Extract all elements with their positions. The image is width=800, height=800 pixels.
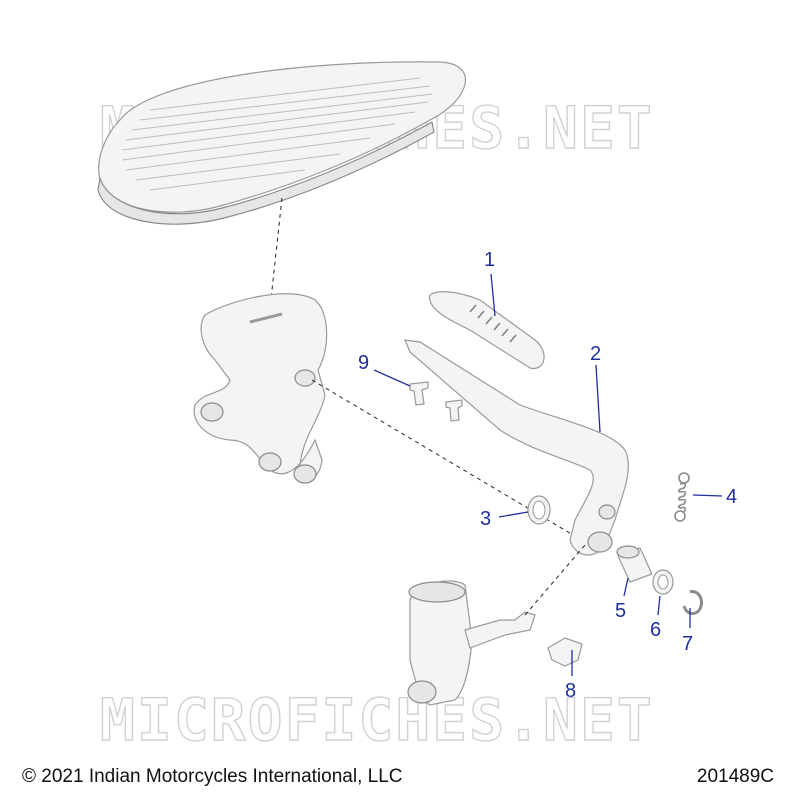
callout-3[interactable]: 3 — [480, 508, 491, 530]
return-spring-part — [674, 472, 690, 522]
master-cylinder-part — [407, 580, 536, 706]
floorboard-mount-line — [269, 197, 283, 309]
watermark-bottom: MICROFICHES.NET — [100, 686, 654, 754]
callout-6[interactable]: 6 — [650, 619, 661, 641]
pin-part — [409, 381, 463, 422]
copyright-text: © 2021 Indian Motorcycles International,… — [22, 766, 403, 787]
callout-4[interactable]: 4 — [726, 486, 737, 508]
leader-5 — [623, 577, 629, 597]
pushrod-line — [524, 544, 586, 616]
leader-9 — [373, 369, 411, 387]
callout-2[interactable]: 2 — [590, 343, 601, 365]
pedal-pad-part — [428, 291, 545, 370]
callout-7[interactable]: 7 — [682, 633, 693, 655]
mounting-bracket-part — [193, 293, 328, 484]
callout-1[interactable]: 1 — [484, 249, 495, 271]
floorboard-part — [97, 61, 467, 225]
hose-clip-part — [547, 637, 583, 667]
leader-6 — [657, 595, 661, 616]
spacer-washer-part — [652, 569, 674, 595]
brake-pedal-arm-part — [404, 339, 629, 556]
callout-8[interactable]: 8 — [565, 680, 576, 702]
callout-5[interactable]: 5 — [615, 600, 626, 622]
washer-part — [527, 495, 551, 525]
callout-9[interactable]: 9 — [358, 352, 369, 374]
pivot-axis-line — [311, 379, 591, 546]
bushing-part — [616, 545, 653, 583]
leader-4 — [692, 494, 723, 497]
leader-2 — [595, 364, 601, 433]
leader-3 — [498, 511, 529, 518]
retaining-clip-part — [682, 590, 703, 616]
leader-1 — [490, 273, 496, 317]
diagram-code: 201489C — [696, 766, 774, 787]
